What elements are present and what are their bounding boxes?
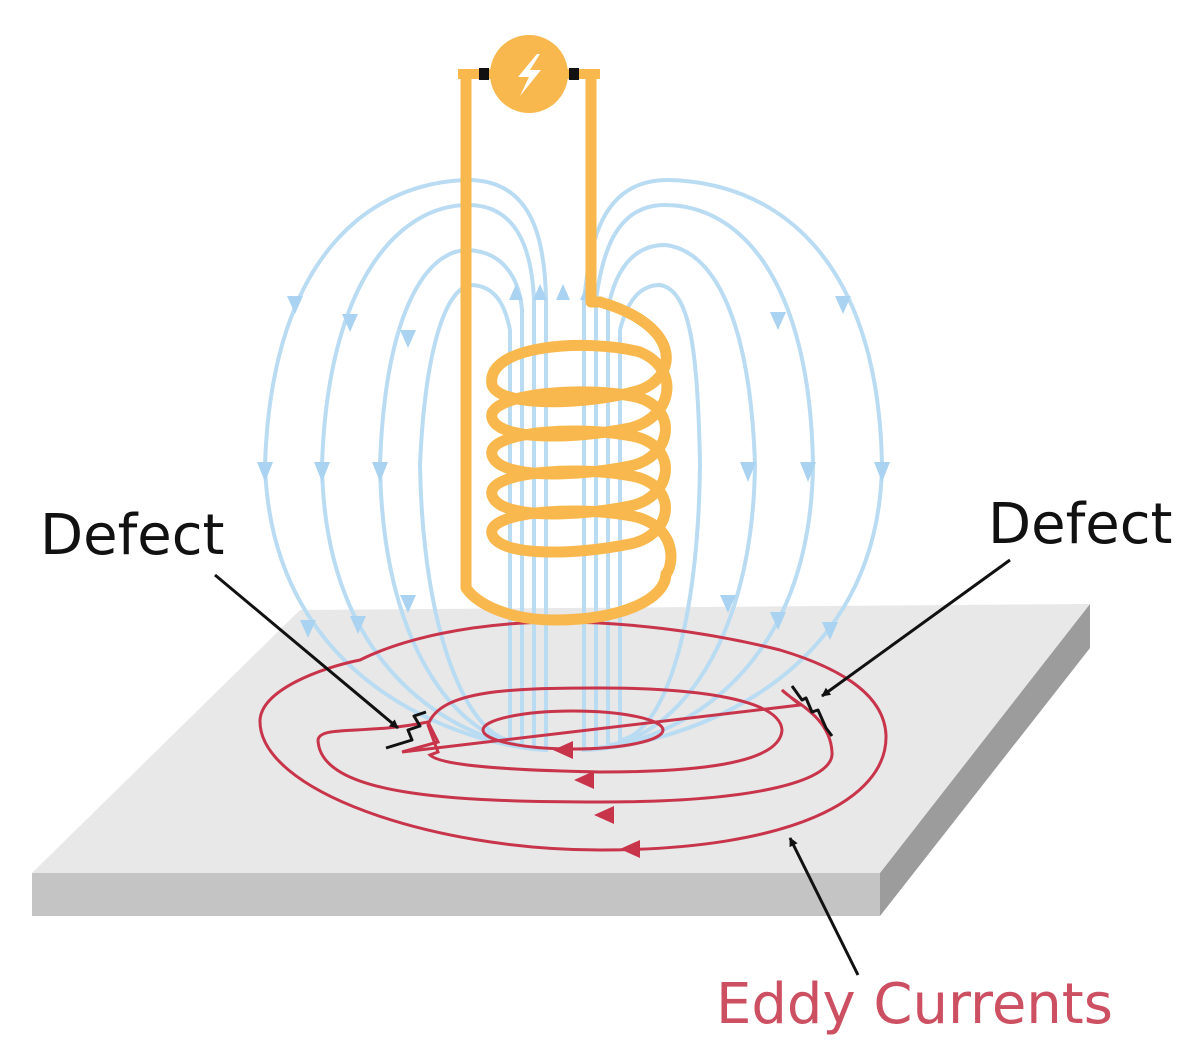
defect-left-pointer	[214, 573, 399, 730]
field-arrow-down	[300, 620, 316, 638]
field-line-right-2	[594, 202, 816, 751]
eddy-currents-pointer	[788, 837, 860, 976]
field-arrow-down	[400, 595, 416, 613]
terminal-cap-left	[479, 68, 489, 80]
field-arrow-down	[770, 612, 786, 630]
plate-side-edge	[880, 604, 1090, 916]
eddy-arrow-left	[574, 771, 594, 789]
eddy-currents-label: Eddy Currents	[716, 972, 1113, 1037]
field-arrow-down	[770, 312, 786, 330]
field-arrow-down	[342, 314, 358, 332]
field-arrow-down	[257, 462, 273, 482]
lightning-bolt-icon	[518, 54, 541, 96]
field-arrow-up	[509, 284, 523, 300]
field-arrow-up	[556, 284, 570, 300]
excitation-coil	[460, 69, 677, 626]
defect-cracks	[385, 685, 834, 750]
field-direction-arrows	[257, 284, 890, 640]
power-source	[458, 35, 600, 113]
field-arrow-down	[287, 296, 303, 314]
field-arrow-down	[874, 462, 890, 482]
crack-left	[385, 710, 427, 750]
defect-label-right: Defect	[988, 492, 1173, 557]
eddy-arrow-left	[553, 741, 573, 759]
pointer-arrows	[214, 558, 1011, 976]
eddy-arrow-left	[594, 806, 614, 824]
field-arrow-down	[400, 330, 416, 348]
plate-top-surface	[32, 604, 1090, 873]
field-line-left-2	[319, 202, 536, 751]
plate-front-edge	[32, 873, 880, 916]
eddy-current-arrows	[553, 741, 640, 858]
field-arrow-up	[533, 284, 547, 300]
field-arrow-down	[740, 462, 756, 482]
eddy-loop-3	[316, 688, 834, 804]
field-arrow-down	[720, 595, 736, 613]
field-arrow-down	[314, 462, 330, 482]
field-line-left-inner	[417, 282, 512, 743]
field-arrow-down	[822, 622, 838, 640]
field-arrow-down	[372, 462, 388, 482]
test-plate	[32, 604, 1090, 916]
field-arrow-down	[835, 296, 851, 314]
crack-right	[790, 685, 834, 737]
defect-label-left: Defect	[40, 503, 225, 568]
field-arrow-down	[350, 616, 366, 634]
eddy-arrow-left	[620, 840, 640, 858]
field-arrow-down	[800, 462, 816, 482]
eddy-loop-2	[426, 686, 784, 774]
coil-winding	[486, 296, 677, 580]
coil-lead-right	[585, 69, 606, 308]
field-line-left-outer	[262, 177, 548, 753]
terminal-cap-right	[569, 68, 579, 80]
defect-right-pointer	[821, 558, 1011, 698]
field-line-right-3	[606, 242, 758, 748]
terminal-left	[458, 69, 492, 79]
terminal-right	[566, 69, 600, 79]
coil-lead-left	[460, 69, 672, 626]
